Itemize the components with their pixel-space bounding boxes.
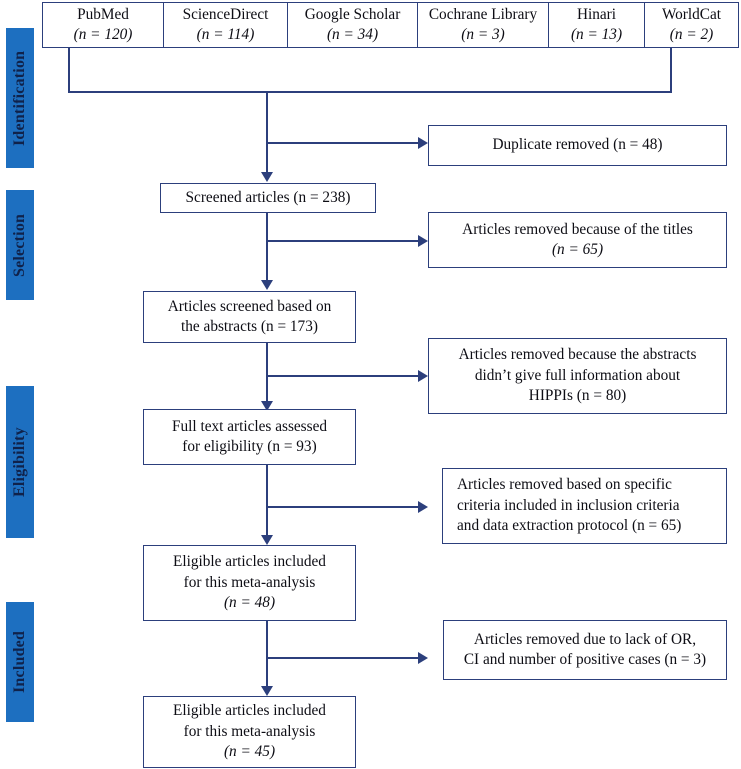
exclusion-duplicates-text: Duplicate removed (n = 48) [492, 136, 663, 154]
exclusion-titles-line2: (n = 65) [551, 241, 604, 258]
arrow-to-full-text-icon [261, 401, 273, 411]
arrow-to-duplicates-icon [418, 137, 428, 149]
source-box-sciencedirect: ScienceDirect (n = 114) [163, 2, 288, 48]
arrow-to-criteria-icon [418, 501, 428, 513]
source-cochrane-library-count: (n = 3) [461, 26, 505, 43]
full-text-line1: Full text articles assessed [171, 417, 328, 435]
connector-to-criteria [266, 506, 420, 508]
arrow-to-titles-icon [418, 235, 428, 247]
exclusion-abstracts-text: Articles removed because the abstracts d… [435, 345, 720, 406]
stage-bar-included: Included [6, 602, 34, 722]
source-box-hinari: Hinari (n = 13) [548, 2, 645, 48]
flow-box-screened-articles: Screened articles (n = 238) [160, 183, 376, 213]
full-text-assessed-text: Full text articles assessed for eligibil… [150, 417, 349, 458]
stage-bar-selection-label: Selection [11, 213, 28, 277]
source-worldcat-text: WorldCat (n = 2) [662, 5, 721, 46]
eligible-45-line1: Eligible articles included [173, 702, 326, 720]
stage-bar-eligibility-label: Eligibility [11, 427, 28, 497]
stage-bar-identification-label: Identification [11, 50, 28, 146]
arrow-to-eligible-48-icon [261, 535, 273, 545]
source-google-scholar-count: (n = 34) [326, 26, 379, 43]
source-sciencedirect-name: ScienceDirect [182, 5, 269, 23]
flow-box-abstracts-screened: Articles screened based on the abstracts… [143, 291, 356, 343]
source-box-worldcat: WorldCat (n = 2) [644, 2, 739, 48]
stage-bar-selection: Selection [6, 190, 34, 300]
abstracts-screened-line2: the abstracts (n = 173) [181, 318, 318, 335]
connector-to-stats [266, 657, 420, 659]
eligible-48-line2: for this meta-analysis [183, 573, 316, 591]
arrow-to-screened-icon [261, 172, 273, 182]
connector-trunk-to-screened [266, 142, 268, 173]
abstracts-screened-line1: Articles screened based on [167, 297, 332, 315]
source-pubmed-text: PubMed (n = 120) [74, 5, 133, 46]
arrow-to-abstracts-screened-icon [261, 280, 273, 290]
screened-articles-text: Screened articles (n = 238) [185, 188, 351, 206]
full-text-line2: for eligibility (n = 93) [182, 438, 317, 455]
exclusion-box-abstracts: Articles removed because the abstracts d… [428, 338, 727, 414]
connector-to-abstracts-exclusion [266, 375, 420, 377]
exclusion-box-titles: Articles removed because of the titles (… [428, 212, 727, 268]
source-google-scholar-text: Google Scholar (n = 34) [305, 5, 401, 46]
connector-trunk-to-split [266, 91, 268, 143]
source-hinari-count: (n = 13) [570, 26, 623, 43]
source-worldcat-count: (n = 2) [669, 26, 714, 43]
exclusion-stats-text: Articles removed due to lack of OR, CI a… [450, 630, 720, 671]
exclusion-criteria-line3: and data extraction protocol (n = 65) [457, 517, 682, 535]
stage-bar-identification: Identification [6, 28, 34, 168]
eligible-48-line3: (n = 48) [223, 594, 276, 612]
source-pubmed-name: PubMed [77, 5, 129, 23]
abstracts-screened-text: Articles screened based on the abstracts… [150, 297, 349, 338]
exclusion-abstracts-line2: didn’t give full information about [474, 366, 681, 384]
flow-box-eligible-articles-48: Eligible articles included for this meta… [143, 545, 356, 621]
exclusion-box-criteria: Articles removed based on specific crite… [442, 468, 727, 544]
arrow-to-abstracts-exclusion-icon [418, 370, 428, 382]
source-box-google-scholar: Google Scholar (n = 34) [287, 2, 418, 48]
eligible-45-text: Eligible articles included for this meta… [150, 701, 349, 762]
connector-sources-left-drop [68, 48, 70, 92]
exclusion-stats-line1: Articles removed due to lack of OR, [473, 630, 697, 648]
exclusion-abstracts-line1: Articles removed because the abstracts [458, 346, 697, 364]
exclusion-criteria-line1: Articles removed based on specific [457, 476, 672, 494]
connector-to-titles [266, 240, 420, 242]
eligible-48-line1: Eligible articles included [173, 553, 326, 571]
source-cochrane-library-name: Cochrane Library [428, 5, 538, 23]
source-hinari-name: Hinari [576, 5, 617, 23]
source-worldcat-name: WorldCat [661, 5, 722, 23]
source-box-cochrane-library: Cochrane Library (n = 3) [417, 2, 549, 48]
exclusion-box-duplicates: Duplicate removed (n = 48) [428, 125, 727, 166]
connector-to-duplicates [266, 142, 420, 144]
source-cochrane-library-text: Cochrane Library (n = 3) [429, 5, 537, 46]
connector-sources-manifold [68, 91, 672, 93]
exclusion-criteria-line2: criteria included in inclusion criteria [457, 496, 680, 514]
exclusion-titles-text: Articles removed because of the titles (… [435, 220, 720, 261]
source-google-scholar-name: Google Scholar [304, 5, 401, 23]
flow-box-full-text-assessed: Full text articles assessed for eligibil… [143, 409, 356, 465]
stage-bar-eligibility: Eligibility [6, 386, 34, 538]
arrow-to-stats-icon [418, 652, 428, 664]
exclusion-titles-line1: Articles removed because of the titles [462, 220, 693, 238]
source-pubmed-count: (n = 120) [73, 26, 133, 43]
stage-bar-included-label: Included [11, 630, 28, 694]
eligible-45-line3: (n = 45) [223, 743, 276, 761]
exclusion-criteria-text: Articles removed based on specific crite… [457, 475, 720, 536]
exclusion-abstracts-line3: HIPPIs (n = 80) [528, 387, 627, 405]
exclusion-stats-line2: CI and number of positive cases (n = 3) [463, 651, 707, 668]
eligible-48-text: Eligible articles included for this meta… [150, 552, 349, 613]
connector-full-text-down [266, 465, 268, 541]
arrow-to-eligible-45-icon [261, 686, 273, 696]
source-sciencedirect-count: (n = 114) [196, 26, 255, 43]
source-hinari-text: Hinari (n = 13) [571, 5, 622, 46]
exclusion-box-stats: Articles removed due to lack of OR, CI a… [443, 620, 727, 680]
connector-screened-down [266, 213, 268, 285]
flow-box-eligible-articles-45: Eligible articles included for this meta… [143, 696, 356, 768]
source-box-pubmed: PubMed (n = 120) [42, 2, 164, 48]
eligible-45-line2: for this meta-analysis [183, 722, 316, 740]
connector-sources-right-drop [670, 48, 672, 92]
source-sciencedirect-text: ScienceDirect (n = 114) [183, 5, 269, 46]
